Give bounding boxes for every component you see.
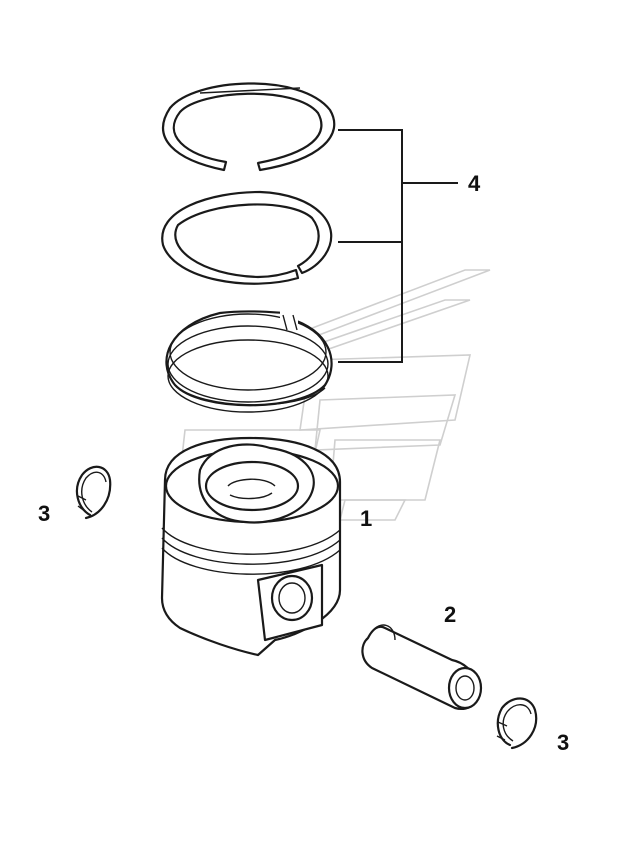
callout-piston-pin: 2 — [444, 602, 457, 627]
leader-lines-ring-set — [338, 129, 458, 363]
piston-pin — [361, 624, 483, 710]
callout-circlip-right: 3 — [557, 730, 570, 755]
circlip-right — [496, 697, 538, 750]
circlip-left — [75, 465, 112, 520]
piston-ring-middle — [161, 190, 333, 285]
piston — [160, 436, 342, 657]
piston-ring-oil — [165, 310, 333, 413]
callout-piston: 1 — [360, 506, 373, 531]
callout-circlip-left: 3 — [38, 501, 51, 526]
callout-ring-set: 4 — [468, 171, 481, 196]
piston-ring-top — [162, 82, 336, 172]
